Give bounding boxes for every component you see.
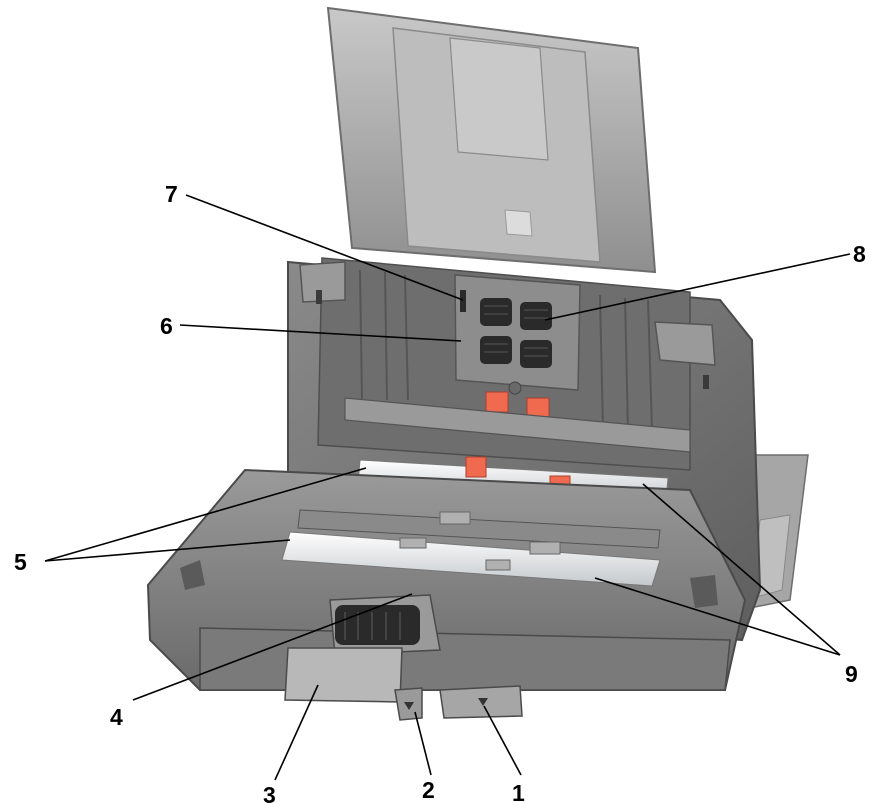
leader-1	[483, 705, 522, 776]
feed-roller-tr	[520, 302, 552, 330]
scanner-base	[146, 468, 747, 691]
leader-5a	[44, 467, 367, 562]
callout-4: 4	[110, 704, 123, 730]
leader-3	[274, 684, 319, 781]
callout-8: 8	[853, 241, 866, 267]
callout-7: 7	[165, 181, 178, 207]
leader-5b	[44, 539, 291, 562]
leader-8	[544, 253, 851, 321]
leader-9a	[642, 483, 841, 656]
callout-6: 6	[160, 313, 173, 339]
leader-4	[132, 593, 413, 701]
leader-9b	[594, 577, 841, 656]
callout-labels: 1 2 3 4 5 6 7 8 9	[14, 181, 866, 803]
orange-pad-lower-left	[465, 456, 487, 478]
feed-roller-tl	[480, 298, 512, 326]
callout-5: 5	[14, 549, 27, 575]
feed-module	[454, 274, 581, 391]
leader-6	[179, 324, 462, 342]
leader-2	[414, 711, 432, 776]
orange-pad-upper-left	[485, 391, 509, 413]
leader-lines	[44, 194, 851, 781]
callout-3: 3	[263, 782, 276, 803]
callout-2: 2	[422, 777, 435, 803]
feed-roller-bl	[480, 336, 512, 364]
roller-cover	[284, 647, 403, 703]
callout-1: 1	[512, 780, 525, 803]
input-tray	[326, 6, 657, 274]
feed-roller-br	[520, 340, 552, 368]
leader-7	[185, 194, 464, 301]
callout-9: 9	[845, 661, 858, 687]
